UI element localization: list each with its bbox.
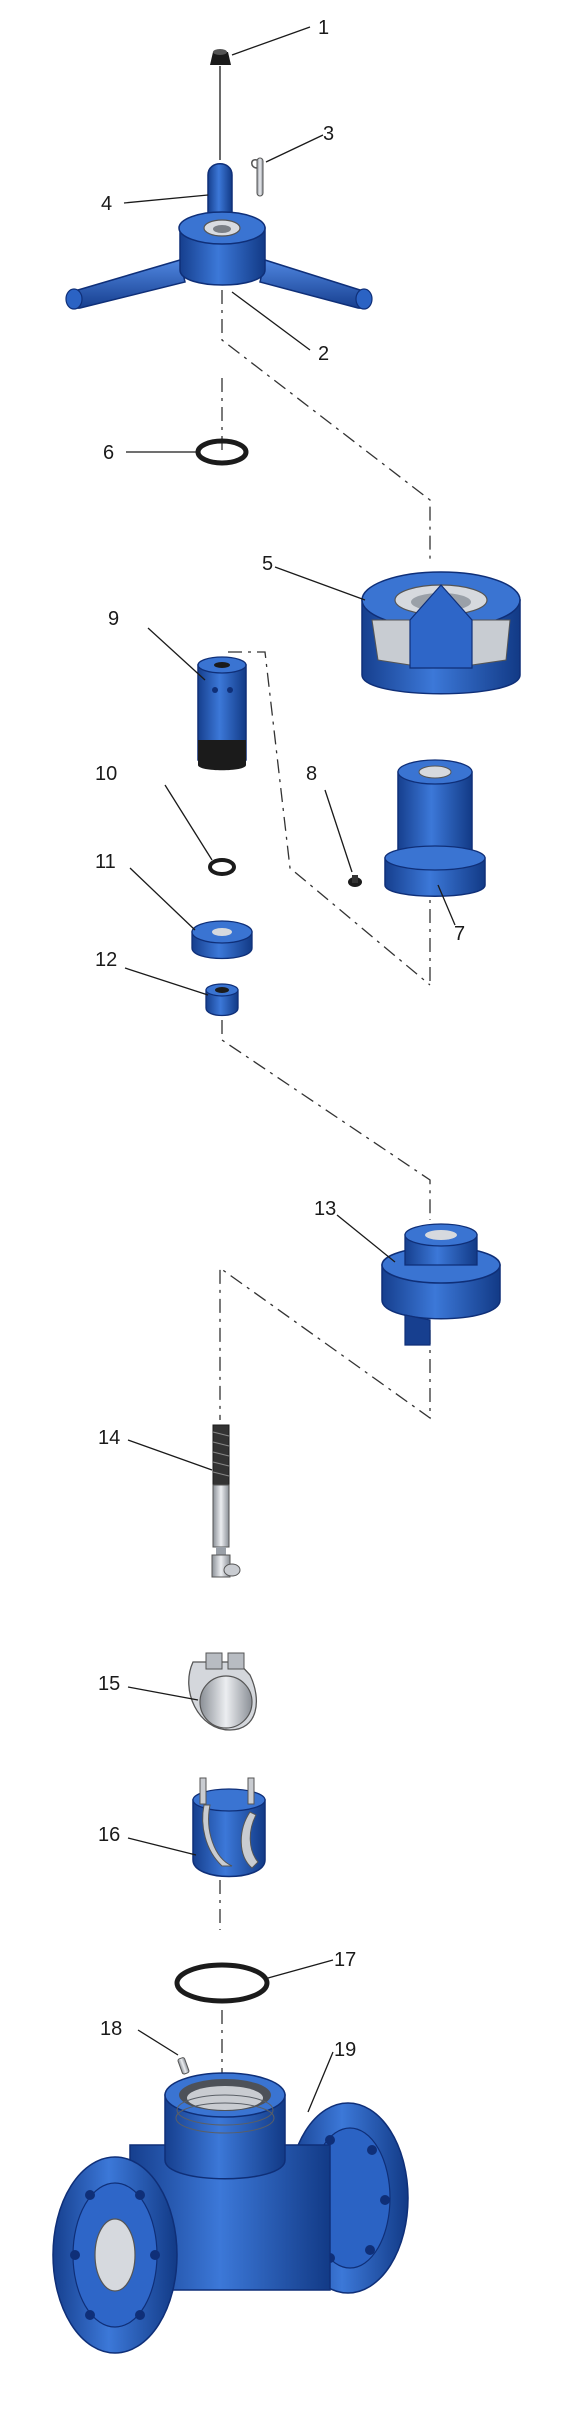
part-8-screw: [348, 875, 362, 887]
part-1-nut: [210, 49, 231, 160]
callout-15: 15: [98, 1673, 120, 1695]
callout-12: 12: [95, 949, 117, 971]
part-15-gate: [188, 1652, 257, 1731]
callout-14: 14: [98, 1427, 120, 1449]
callout-13: 13: [314, 1198, 336, 1220]
callout-labels: 1 3 4 2 6 5 9 8 10 11 7 12 13 14 15 16 1…: [95, 17, 465, 2061]
part-3-pin: [251, 157, 264, 197]
part-17-seal-ring: [174, 1962, 270, 2004]
part-18-pin: [177, 2057, 190, 2075]
part-19-valve-body: [52, 2072, 409, 2354]
part-10-o-ring: [208, 858, 236, 876]
part-16-cage: [192, 1777, 266, 1878]
callout-5: 5: [262, 553, 273, 575]
callout-8: 8: [306, 763, 317, 785]
callout-1: 1: [318, 17, 329, 39]
callout-9: 9: [108, 608, 119, 630]
part-11-washer: [191, 920, 253, 960]
part-5-bonnet-nut: [361, 571, 521, 695]
callout-3: 3: [323, 123, 334, 145]
part-12-nut: [205, 983, 239, 1017]
part-6-ring: [195, 438, 249, 466]
callout-4: 4: [101, 193, 112, 215]
callout-19: 19: [334, 2039, 356, 2061]
part-9-stem-sleeve: [197, 656, 247, 771]
callout-16: 16: [98, 1824, 120, 1846]
callout-18: 18: [100, 2018, 122, 2040]
part-14-stem: [211, 1424, 241, 1578]
part-13-bonnet: [381, 1223, 501, 1346]
callout-11: 11: [95, 851, 116, 873]
part-7-bushing: [384, 759, 486, 897]
leader-lines: [123, 26, 456, 2113]
part-2-4-handwheel: [65, 163, 373, 310]
callout-10: 10: [95, 763, 117, 785]
callout-2: 2: [318, 343, 329, 365]
callout-17: 17: [334, 1949, 356, 1971]
callout-6: 6: [103, 442, 114, 464]
callout-7: 7: [454, 923, 465, 945]
